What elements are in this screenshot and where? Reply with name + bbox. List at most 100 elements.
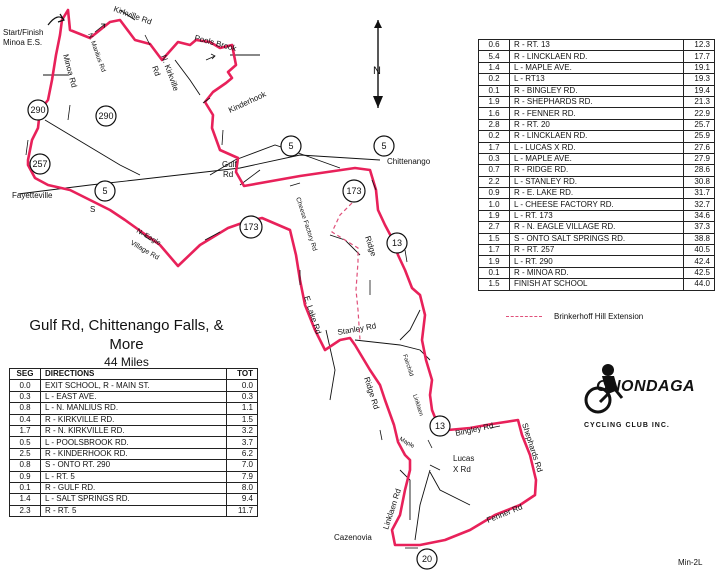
cyclist-icon — [584, 364, 624, 414]
cheese-factory-road-label: Cheese Factory Rd — [294, 196, 318, 252]
cue-header-row: SEG DIRECTIONS TOT — [9, 367, 258, 381]
dashed-line-icon — [506, 316, 542, 318]
total-miles: 12.3 — [683, 38, 715, 52]
direction-text: EXIT SCHOOL, R - MAIN ST. — [40, 379, 227, 392]
segment-miles: 0.3 — [9, 390, 41, 404]
cazenovia-label: Cazenovia — [334, 533, 372, 542]
start-arrow-icon — [47, 13, 65, 26]
segment-miles: 0.7 — [478, 164, 510, 177]
minoa-road-label: Minoa Rd — [61, 53, 79, 88]
poolsbrook-road-label: Pools Brook — [193, 33, 238, 53]
svg-text:5: 5 — [381, 141, 386, 151]
direction-text: L - N. MANLIUS RD. — [40, 402, 227, 415]
gulf-road-label-1: Gulf — [222, 160, 237, 169]
direction-text: L - MAPLE AVE. — [509, 152, 684, 166]
total-miles: 19.4 — [683, 84, 715, 97]
total-miles: 27.9 — [683, 152, 715, 166]
segment-miles: 1.4 — [478, 61, 510, 75]
segment-miles: 1.0 — [478, 198, 510, 211]
segment-miles: 0.9 — [9, 470, 41, 483]
direction-text: L - RT. 290 — [509, 255, 684, 268]
svg-text:173: 173 — [243, 222, 258, 232]
gulf-road-label-2: Rd — [223, 170, 233, 179]
direction-text: FINISH AT SCHOOL — [509, 278, 684, 291]
total-miles: 8.0 — [226, 481, 258, 495]
svg-text:257: 257 — [32, 159, 47, 169]
lucas-label-line2: X Rd — [453, 465, 471, 474]
segment-miles: 2.8 — [478, 118, 510, 132]
directions-header: DIRECTIONS — [40, 367, 227, 381]
segment-miles: 1.7 — [478, 244, 510, 257]
svg-text:5: 5 — [102, 186, 107, 196]
total-miles: 32.7 — [683, 198, 715, 211]
ridge-road-label-north: Ridge — [363, 235, 378, 258]
linklaen-small-label: Linklaen — [411, 394, 424, 417]
tot-header: TOT — [226, 367, 258, 381]
total-miles: 7.0 — [226, 459, 258, 472]
segment-miles: 1.9 — [478, 255, 510, 268]
total-miles: 30.8 — [683, 175, 715, 189]
direction-text: L - SALT SPRINGS RD. — [40, 493, 227, 506]
direction-text: L - RT. 173 — [509, 209, 684, 223]
segment-miles: 0.3 — [478, 152, 510, 166]
seg-header: SEG — [9, 367, 41, 381]
total-miles: 27.6 — [683, 141, 715, 154]
total-miles: 42.5 — [683, 266, 715, 280]
shield-13-north: 13 — [386, 232, 408, 254]
shield-290-west: 290 — [27, 99, 49, 121]
segment-miles: 1.9 — [478, 95, 510, 109]
shield-173-west: 173 — [239, 215, 263, 239]
segment-miles: 1.9 — [478, 209, 510, 223]
fairchild-road-label: Fairchild — [401, 354, 414, 377]
total-miles: 19.1 — [683, 61, 715, 75]
segment-miles: 0.8 — [9, 402, 41, 415]
fenner-road-label: Fenner Rd — [485, 502, 523, 525]
direction-text: R - SHEPHARDS RD. — [509, 95, 684, 109]
total-miles: 38.8 — [683, 232, 715, 246]
lucas-label-line1: Lucas — [453, 454, 474, 463]
n-manlius-road-label: N. Manlius Rd — [86, 32, 107, 73]
segment-miles: 5.4 — [478, 50, 510, 63]
segment-miles: 1.5 — [478, 232, 510, 246]
place-labels: Start/Finish Minoa E.S. Fayetteville Chi… — [3, 28, 474, 542]
fayetteville-label: Fayetteville — [12, 191, 53, 200]
direction-text: R - RT. 13 — [509, 38, 684, 52]
total-miles: 1.1 — [226, 402, 258, 415]
linklaen-road-label: Linklaen Rd — [381, 488, 403, 531]
map-legend: Brinkerhoff Hill Extension — [506, 312, 643, 321]
svg-text:173: 173 — [346, 186, 361, 196]
extension-legend-label: Brinkerhoff Hill Extension — [554, 312, 644, 321]
map-title-block: Gulf Rd, Chittenango Falls, & More 44 Mi… — [14, 316, 239, 370]
club-name: ONONDAGA — [596, 378, 696, 395]
svg-text:13: 13 — [392, 238, 402, 248]
segment-miles: 0.5 — [9, 436, 41, 449]
segment-miles: 1.5 — [478, 278, 510, 291]
map-code: Min-2L — [678, 558, 703, 567]
total-miles: 19.3 — [683, 73, 715, 86]
shield-257: 257 — [29, 153, 51, 175]
direction-text: R - BINGLEY RD. — [509, 84, 684, 97]
total-miles: 3.2 — [226, 424, 258, 438]
direction-text: R - LINCKLAEN RD. — [509, 130, 684, 143]
shields: 290 290 257 5 5 5 173 173 13 13 20 — [27, 99, 451, 570]
club-logo: ONONDAGA CYCLING CLUB INC. — [578, 358, 708, 438]
direction-text: R - N. EAGLE VILLAGE RD. — [509, 221, 684, 234]
total-miles: 42.4 — [683, 255, 715, 268]
segment-miles: 2.7 — [478, 221, 510, 234]
segment-miles: 0.0 — [9, 379, 41, 392]
